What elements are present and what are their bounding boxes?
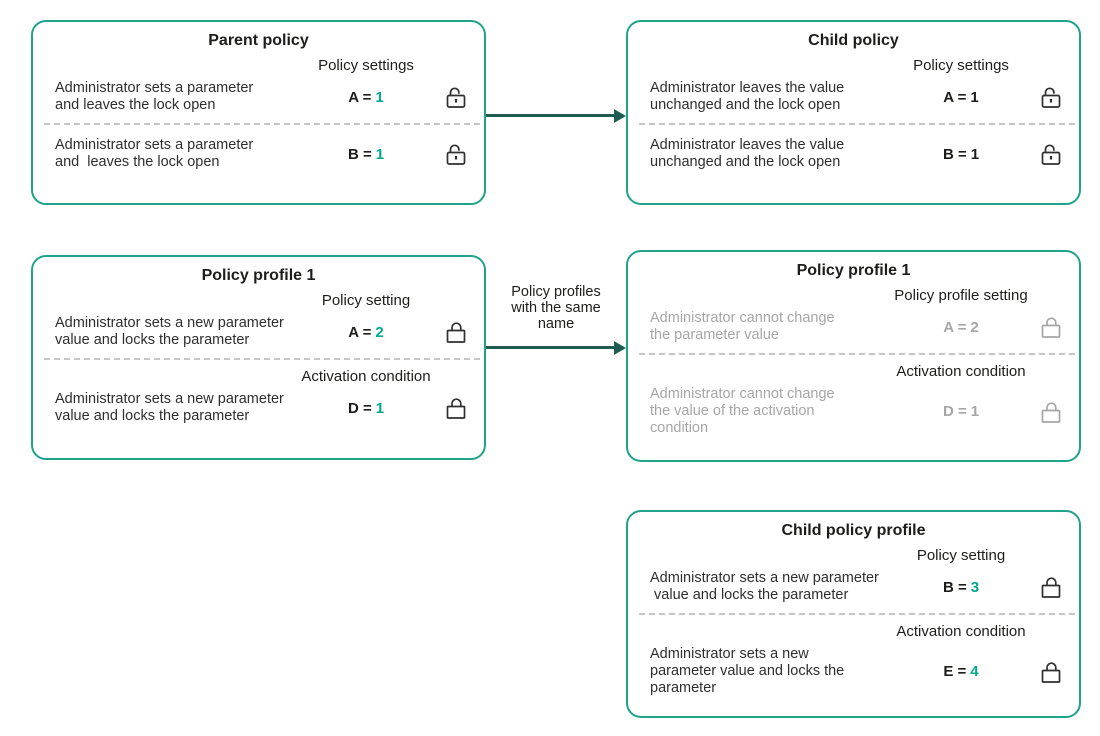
dashed-divider: [639, 123, 1075, 125]
setting-description: Administrator sets a new parameter value…: [650, 570, 879, 603]
parameter-name: A =: [348, 323, 372, 341]
lock-closed-icon: [1039, 660, 1064, 684]
lock-closed-glyph: [1041, 317, 1060, 338]
setting-description: Administrator leaves the value unchanged…: [650, 80, 845, 113]
parameter-name: B =: [347, 145, 372, 163]
parameter-number: 1: [970, 145, 980, 163]
column-label: Policy profile setting: [894, 287, 1028, 304]
lock-closed-icon: [1039, 575, 1064, 599]
lock-closed-glyph: [1041, 661, 1060, 683]
parameter-number: 1: [375, 145, 385, 163]
lock-open-icon: [1039, 85, 1064, 109]
parameter-number: 2: [970, 318, 979, 336]
column-label: Policy setting: [916, 547, 1006, 564]
lock-closed-glyph: [1041, 401, 1060, 423]
lock-closed-glyph: [1041, 577, 1060, 598]
policy-setting-segment: Policy settings Administrator sets a par…: [33, 56, 484, 114]
policy-setting-segment: Administrator leaves the value unchanged…: [628, 132, 1079, 171]
activation-condition-segment: Activation condition Administrator canno…: [628, 362, 1079, 437]
parameter-name: D =: [347, 399, 372, 417]
parameter-name: A =: [943, 88, 967, 106]
connector-label: Policy profiles with the same name: [511, 284, 601, 332]
parameter-name: A =: [348, 88, 372, 106]
lock-closed-glyph: [446, 322, 465, 343]
parameter-name: D =: [942, 403, 967, 420]
parameter-number: 2: [375, 323, 384, 341]
parameter-name: B =: [942, 145, 967, 163]
policy-setting-segment: Administrator sets a parameter and leave…: [33, 132, 484, 171]
lock-open-icon: [1039, 142, 1064, 166]
setting-value: B =3: [943, 579, 979, 596]
lock-closed-icon: [1039, 315, 1064, 339]
setting-description: Administrator cannot change the value of…: [650, 386, 835, 436]
parameter-name: E =: [943, 663, 967, 680]
column-label: Policy settings: [913, 57, 1009, 74]
parameter-number: 1: [970, 403, 980, 420]
setting-description: Administrator sets a parameter and leave…: [55, 137, 254, 170]
column-label: Policy settings: [318, 57, 414, 74]
setting-description: Administrator sets a new parameter value…: [55, 391, 284, 424]
setting-value: A =2: [348, 324, 384, 341]
setting-description: Administrator sets a parameter and leave…: [55, 80, 254, 113]
lock-open-glyph: [1041, 144, 1060, 165]
policy-setting-segment: Policy settings Administrator leaves the…: [628, 56, 1079, 114]
box-title: Policy profile 1: [796, 262, 911, 279]
lock-open-glyph: [446, 87, 465, 108]
column-label: Activation condition: [896, 623, 1026, 640]
dashed-divider: [639, 613, 1075, 615]
setting-value: A =1: [943, 89, 979, 106]
parent-to-child-arrow: [486, 108, 626, 123]
parameter-number: 1: [375, 88, 384, 106]
parameter-number: 1: [375, 399, 385, 417]
box-title: Parent policy: [208, 32, 309, 49]
policy-setting-segment: Policy profile setting Administrator can…: [628, 286, 1079, 344]
setting-value: D =1: [348, 400, 384, 417]
setting-value: A =1: [348, 89, 384, 106]
dashed-divider: [639, 353, 1075, 355]
setting-value: B =1: [348, 146, 384, 163]
child-policy-profile-box: Child policy profile Policy setting Admi…: [626, 510, 1081, 718]
lock-closed-icon: [1039, 400, 1064, 424]
parameter-number: 4: [970, 663, 979, 680]
activation-condition-segment: Activation condition Administrator sets …: [33, 367, 484, 425]
lock-closed-glyph: [446, 398, 465, 419]
setting-description: Administrator sets a new parameter value…: [650, 646, 845, 696]
box-title: Child policy profile: [781, 522, 926, 539]
box-title: Child policy: [808, 32, 899, 49]
child-policy-box: Child policy Policy settings Administrat…: [626, 20, 1081, 205]
parameter-name: A =: [943, 318, 967, 336]
lock-open-glyph: [1041, 87, 1060, 108]
dashed-divider: [44, 358, 480, 360]
column-label: Policy setting: [321, 292, 411, 309]
lock-open-glyph: [446, 144, 465, 165]
policy-profile-1-source-box: Policy profile 1 Policy setting Administ…: [31, 255, 486, 460]
setting-value: B =1: [943, 146, 979, 163]
setting-description: Administrator cannot change the paramete…: [650, 310, 835, 343]
profile-to-profile-arrow: [486, 340, 626, 355]
setting-value: A =2: [943, 319, 979, 336]
lock-closed-icon: [444, 320, 469, 344]
parameter-name: B =: [942, 578, 967, 596]
parent-policy-box: Parent policy Policy settings Administra…: [31, 20, 486, 205]
parameter-number: 3: [970, 578, 980, 596]
policy-setting-segment: Policy setting Administrator sets a new …: [628, 546, 1079, 604]
lock-open-icon: [444, 142, 469, 166]
setting-description: Administrator sets a new parameter value…: [55, 315, 284, 348]
setting-value: D =1: [943, 403, 979, 420]
activation-condition-segment: Activation condition Administrator sets …: [628, 622, 1079, 697]
column-label: Activation condition: [301, 368, 431, 385]
setting-value: E =4: [943, 663, 978, 680]
policy-profile-1-inherited-box: Policy profile 1 Policy profile setting …: [626, 250, 1081, 462]
box-title: Policy profile 1: [201, 267, 316, 284]
parameter-number: 1: [970, 88, 979, 106]
lock-closed-icon: [444, 396, 469, 420]
policy-setting-segment: Policy setting Administrator sets a new …: [33, 291, 484, 349]
column-label: Activation condition: [896, 363, 1026, 380]
dashed-divider: [44, 123, 480, 125]
lock-open-icon: [444, 85, 469, 109]
setting-description: Administrator leaves the value unchanged…: [650, 137, 845, 170]
